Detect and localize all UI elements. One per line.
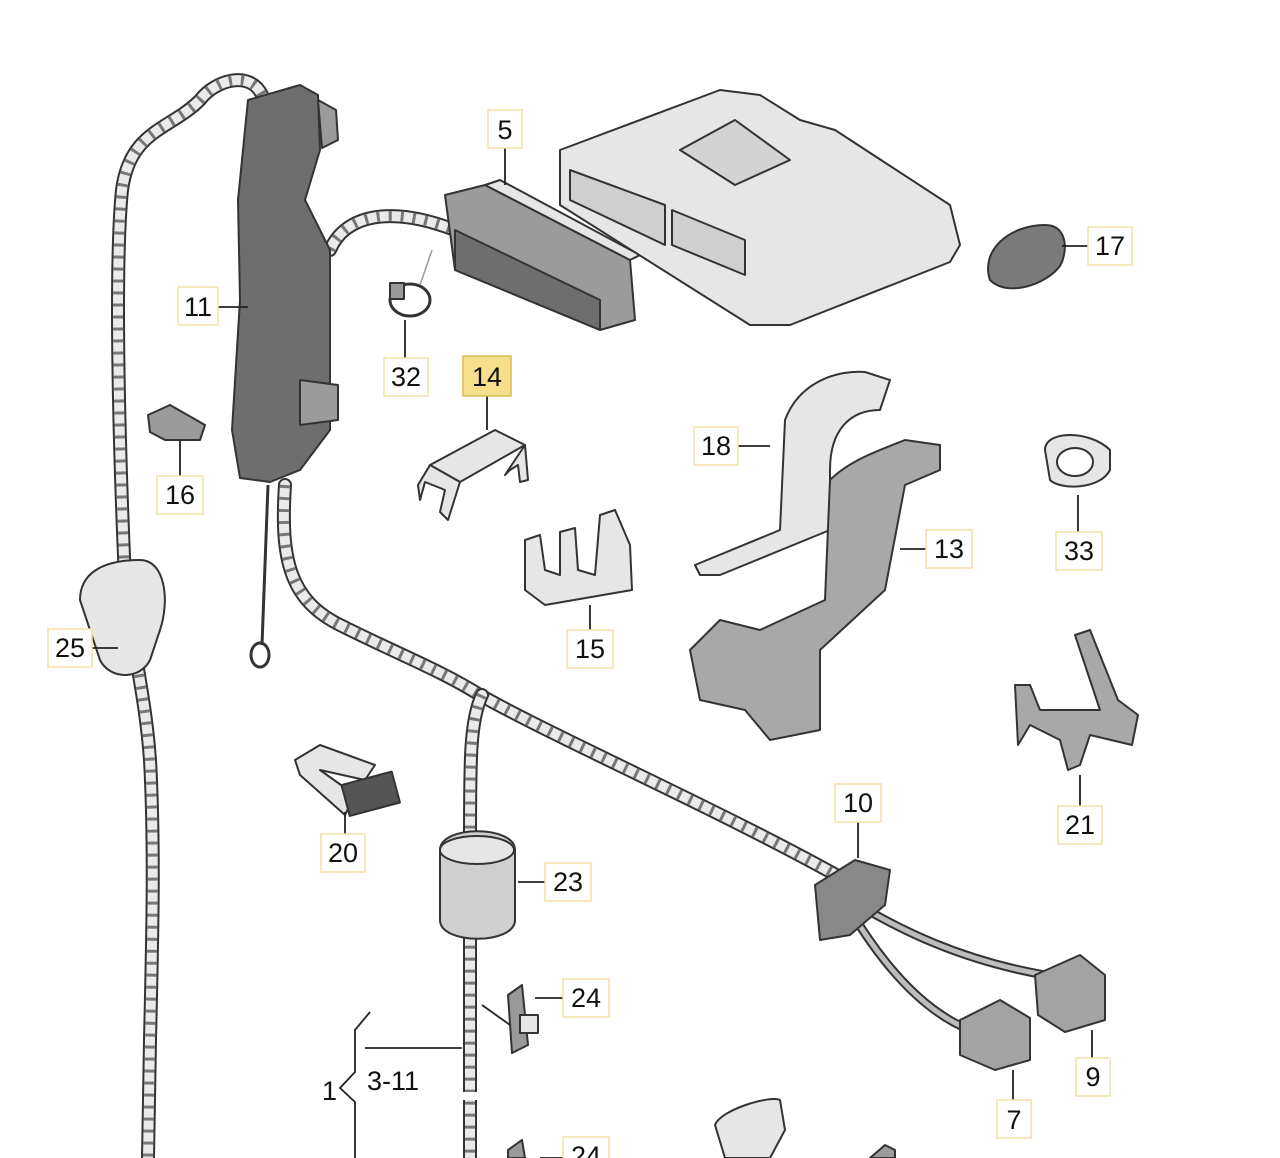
grommet-part-25: [79, 559, 166, 676]
svg-text:21: 21: [1065, 810, 1095, 840]
callout-23: 23: [544, 862, 592, 902]
ecu-connector-part-5: [444, 179, 641, 331]
svg-text:13: 13: [934, 534, 964, 564]
label-3-11: 3-11: [367, 1066, 419, 1096]
cover-part-13: [689, 439, 941, 741]
svg-text:7: 7: [1006, 1105, 1021, 1135]
svg-text:20: 20: [328, 838, 358, 868]
partial-part-bottom-right: [869, 1144, 896, 1158]
svg-text:23: 23: [553, 867, 583, 897]
callout-14-highlighted: 14: [462, 355, 512, 397]
svg-text:24: 24: [571, 983, 601, 1013]
cap-part-17: [987, 224, 1066, 290]
bracket-part-15: [524, 509, 633, 606]
svg-text:5: 5: [497, 115, 512, 145]
connector-part-9: [1034, 954, 1106, 1033]
grommet-part-33: [1044, 434, 1111, 488]
sleeve-part-23: [439, 830, 516, 940]
callout-18: 18: [693, 426, 739, 466]
harness-bracket-part-11: [231, 84, 339, 483]
svg-text:17: 17: [1095, 231, 1125, 261]
svg-text:33: 33: [1064, 536, 1094, 566]
clip-part-16: [147, 404, 206, 441]
clip-part-24b: [507, 1139, 526, 1158]
svg-text:14: 14: [472, 362, 502, 392]
svg-text:15: 15: [575, 634, 605, 664]
callout-17: 17: [1087, 226, 1133, 266]
wiring-harness: [111, 73, 1046, 1158]
label-1: 1: [322, 1076, 337, 1106]
callout-9: 9: [1075, 1057, 1111, 1097]
callout-5: 5: [487, 109, 523, 149]
svg-text:32: 32: [391, 362, 421, 392]
callout-32: 32: [383, 357, 429, 397]
svg-text:10: 10: [843, 788, 873, 818]
callout-16: 16: [156, 475, 204, 515]
callout-24-lower: 24: [562, 1136, 610, 1158]
svg-text:9: 9: [1085, 1062, 1100, 1092]
hose-clamp-part-32: [388, 249, 433, 318]
callout-11: 11: [177, 286, 219, 326]
callout-7: 7: [996, 1099, 1032, 1139]
callout-21: 21: [1057, 805, 1103, 845]
callout-25: 25: [47, 628, 93, 668]
leader-lines: [92, 148, 1093, 1158]
partial-part-bottom-center: [714, 1098, 786, 1158]
engine-control-unit: [559, 89, 961, 326]
svg-text:24: 24: [571, 1141, 601, 1158]
callout-33: 33: [1055, 531, 1103, 571]
callout-10: 10: [834, 783, 882, 823]
svg-text:11: 11: [184, 292, 212, 322]
clip-part-24a: [507, 984, 539, 1054]
svg-text:18: 18: [701, 431, 731, 461]
bracket-part-21: [1014, 629, 1139, 771]
callout-15: 15: [566, 629, 614, 669]
fastener-part-20: [294, 744, 401, 817]
retaining-clip-part-14: [417, 429, 529, 521]
grommet-part-10: [814, 859, 891, 941]
connector-part-7: [959, 999, 1031, 1071]
callout-13: 13: [925, 529, 973, 569]
callout-24-upper: 24: [562, 978, 610, 1018]
svg-text:25: 25: [55, 633, 85, 663]
callout-20: 20: [320, 833, 366, 873]
svg-text:16: 16: [165, 480, 195, 510]
